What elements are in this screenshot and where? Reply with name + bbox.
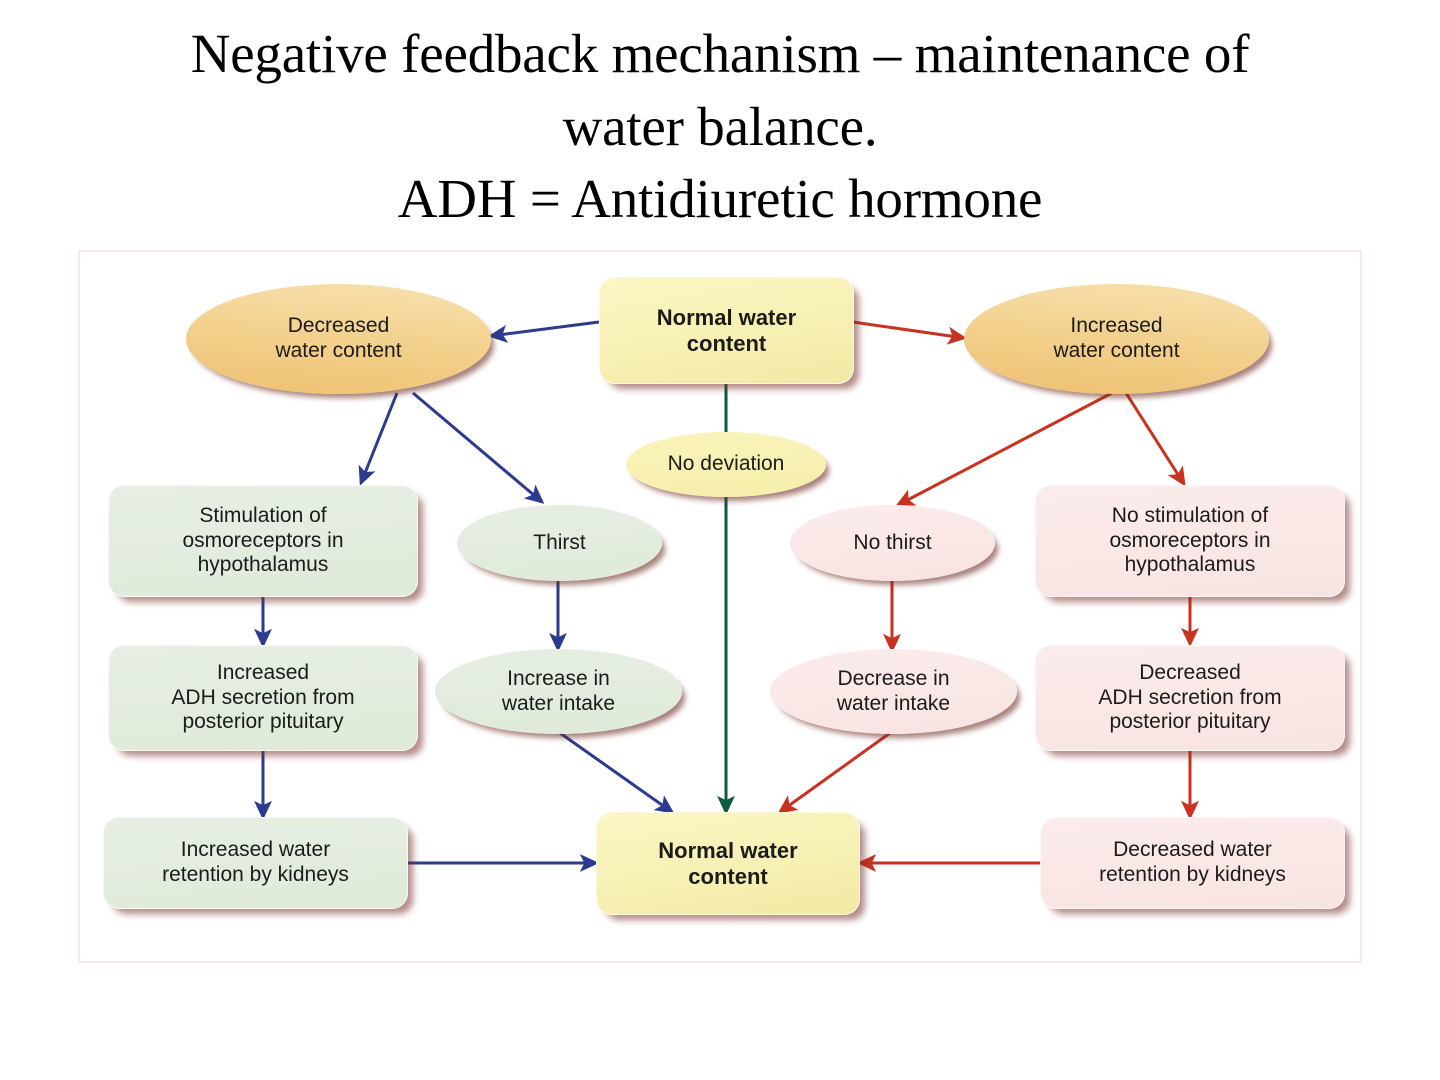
title-line-2: water balance. — [562, 95, 878, 157]
edge-top-to-increased — [852, 320, 967, 345]
node-increase-water-intake[interactable]: Increase in water intake — [435, 649, 682, 734]
node-label: Increase in water intake — [501, 666, 616, 715]
node-label: No thirst — [853, 530, 932, 554]
node-decrease-water-intake[interactable]: Decrease in water intake — [770, 649, 1017, 734]
title-line-3: ADH = Antidiuretic hormone — [397, 168, 1043, 230]
node-thirst[interactable]: Thirst — [457, 505, 662, 581]
node-no-thirst[interactable]: No thirst — [790, 505, 995, 581]
edge-decrease-intake-to-bottom — [777, 731, 891, 814]
node-no-deviation[interactable]: No deviation — [626, 432, 826, 497]
node-label: No deviation — [667, 452, 785, 476]
node-no-stimulation-osmoreceptors[interactable]: No stimulation of osmoreceptors in hypot… — [1035, 485, 1345, 597]
node-decreased-adh-secretion[interactable]: Decreased ADH secretion from posterior p… — [1035, 645, 1345, 751]
node-label: Increased water retention by kidneys — [162, 838, 349, 886]
node-label: Thirst — [533, 530, 586, 554]
node-normal-water-content-top[interactable]: Normal water content — [599, 277, 854, 384]
node-label: Normal water content — [656, 304, 797, 356]
node-normal-water-content-bottom[interactable]: Normal water content — [596, 812, 860, 915]
node-label: No stimulation of osmoreceptors in hypot… — [1109, 504, 1271, 577]
diagram-frame: Normal water content No deviation Decrea… — [78, 250, 1362, 963]
node-label: Decreased water retention by kidneys — [1099, 838, 1286, 886]
diagram-canvas: Normal water content No deviation Decrea… — [80, 252, 1364, 965]
node-decreased-water-retention[interactable]: Decreased water retention by kidneys — [1040, 817, 1345, 909]
node-stimulation-osmoreceptors[interactable]: Stimulation of osmoreceptors in hypothal… — [108, 485, 418, 597]
node-increased-water-content[interactable]: Increased water content — [964, 284, 1269, 394]
edge-increase-intake-to-bottom — [559, 731, 675, 814]
title-line-1: Negative feedback mechanism – maintenanc… — [190, 23, 1250, 84]
node-label: Increased ADH secretion from posterior p… — [171, 661, 355, 734]
node-label: Decreased water content — [275, 314, 402, 362]
node-increased-water-retention[interactable]: Increased water retention by kidneys — [103, 817, 408, 909]
edge-increased-to-no-stimulation — [1124, 392, 1186, 487]
node-increased-adh-secretion[interactable]: Increased ADH secretion from posterior p… — [108, 645, 418, 751]
edge-decreased-to-stimulation — [358, 392, 399, 486]
node-label: Increased water content — [1053, 314, 1180, 362]
page-title: Negative feedback mechanism – maintenanc… — [0, 18, 1440, 236]
node-label: Decreased ADH secretion from posterior p… — [1098, 661, 1282, 734]
node-label: Stimulation of osmoreceptors in hypothal… — [182, 504, 344, 577]
node-decreased-water-content[interactable]: Decreased water content — [186, 284, 491, 394]
edge-top-to-decreased — [488, 320, 600, 343]
edge-decreased-to-thirst — [412, 391, 545, 504]
node-label: Decrease in water intake — [836, 666, 951, 715]
node-label: Normal water content — [658, 837, 798, 889]
